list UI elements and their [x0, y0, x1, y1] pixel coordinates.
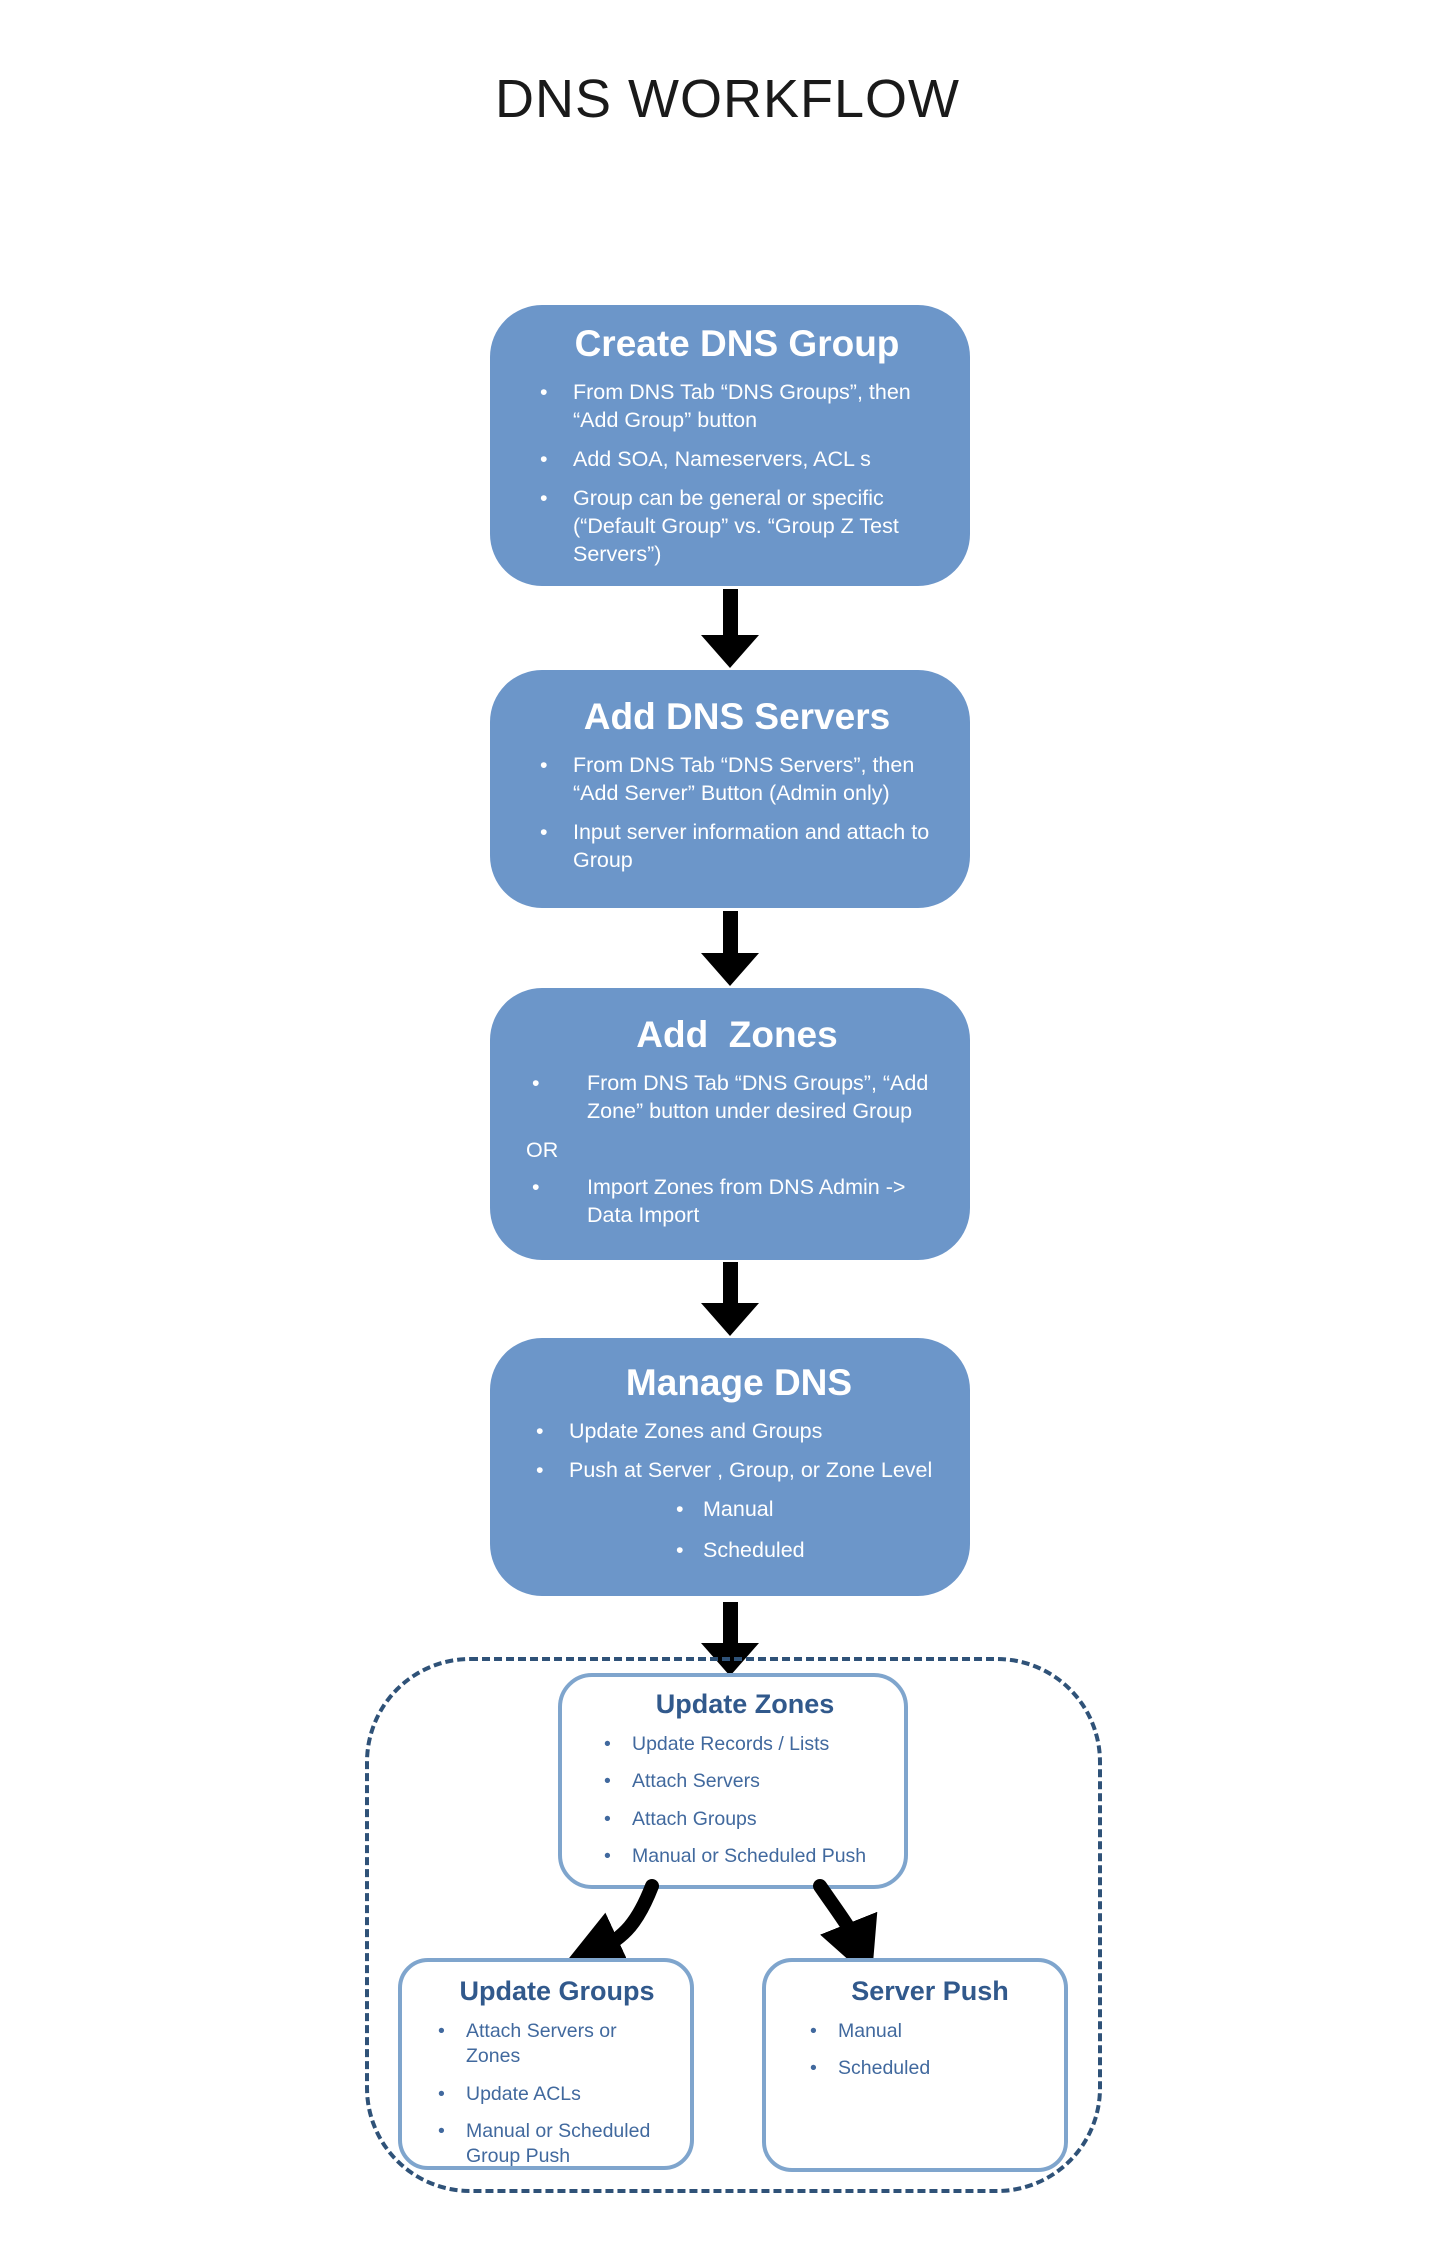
arrow-head	[701, 953, 759, 986]
bullet-icon: •	[438, 2020, 445, 2042]
down-arrow-icon	[701, 589, 759, 668]
bullet-icon: •	[438, 2120, 445, 2143]
outline-box-server-push: Server Push • Manual • Scheduled	[762, 1958, 1068, 2172]
bullet-icon: •	[810, 2057, 817, 2080]
sub-bullet-list: • Manual • Scheduled	[676, 1496, 942, 1565]
outline-box-title: Update Zones	[655, 1689, 835, 1719]
bullet-icon: •	[604, 1845, 611, 1868]
bullet-icon: •	[532, 1174, 540, 1199]
flow-box-title: Manage DNS	[625, 1362, 853, 1403]
bullet-icon: •	[604, 1733, 611, 1755]
bullet-text: Update Zones and Groups	[569, 1419, 823, 1443]
flow-box-add-zones: Add Zones • From DNS Tab “DNS Groups”, “…	[490, 988, 970, 1260]
bullet-item: • Attach Servers	[604, 1769, 886, 1794]
bullet-item: • Add SOA, Nameservers, ACL s	[540, 446, 934, 474]
flow-box-title: Create DNS Group	[574, 323, 900, 364]
bullet-item: • Group can be general or specific (“Def…	[540, 485, 934, 569]
arrow-stem	[722, 911, 738, 953]
bullet-text: From DNS Tab “DNS Servers”, then “Add Se…	[573, 753, 915, 805]
bullet-icon: •	[810, 2020, 817, 2042]
bullet-text: Manual	[838, 2020, 902, 2042]
sub-bullet-item: • Scheduled	[676, 1537, 942, 1565]
outline-box-update-groups: Update Groups • Attach Servers or Zones …	[398, 1958, 694, 2170]
or-label: OR	[526, 1137, 559, 1162]
bullet-item: • Update Zones and Groups	[536, 1418, 942, 1446]
arrow-stem	[722, 589, 738, 635]
sub-bullet-item: • Manual	[676, 1496, 942, 1524]
bullet-text: Update ACLs	[466, 2082, 581, 2105]
bullet-icon: •	[676, 1537, 684, 1562]
dashed-group-frame	[365, 1657, 1102, 2193]
bullet-text: Scheduled	[703, 1537, 805, 1562]
bullet-text: Scheduled	[838, 2057, 931, 2080]
bullet-icon: •	[540, 380, 548, 404]
bullet-icon: •	[676, 1496, 684, 1521]
bullet-icon: •	[604, 1807, 611, 1830]
bullet-item: • From DNS Tab “DNS Servers”, then “Add …	[540, 752, 934, 808]
bullet-item: • Scheduled	[810, 2056, 1050, 2081]
bullet-item: • From DNS Tab “DNS Groups”, then “Add G…	[540, 379, 934, 435]
flow-box-create-dns-group: Create DNS Group • From DNS Tab “DNS Gro…	[490, 305, 970, 586]
bullet-item: • Attach Groups	[604, 1807, 886, 1832]
bullet-item: • From DNS Tab “DNS Groups”, “Add Zone” …	[532, 1070, 942, 1126]
bullet-icon: •	[536, 1419, 544, 1443]
bullet-item: • Manual	[810, 2019, 1050, 2044]
bullet-text: Update Records / Lists	[632, 1733, 830, 1755]
bullet-icon: •	[540, 819, 548, 844]
flow-box-manage-dns: Manage DNS • Update Zones and Groups • P…	[490, 1338, 970, 1596]
arrow-stem	[722, 1602, 738, 1643]
bullet-text: Add SOA, Nameservers, ACL s	[573, 446, 871, 471]
bullet-text: From DNS Tab “DNS Groups”, “Add Zone” bu…	[587, 1071, 929, 1123]
bullet-item: • Manual or Scheduled Group Push	[438, 2119, 676, 2170]
outline-box-title: Update Groups	[459, 1976, 655, 2006]
outline-box-title: Server Push	[851, 1976, 1009, 2006]
down-arrow-icon	[701, 1262, 759, 1336]
bullet-text: Manual	[703, 1496, 774, 1521]
flow-box-title: Add Zones	[636, 1014, 838, 1055]
arrow-head	[701, 635, 759, 668]
bullet-icon: •	[532, 1071, 540, 1095]
bullet-text: Attach Groups	[632, 1807, 757, 1830]
bullet-text: Input server information and attach to G…	[573, 819, 930, 872]
bullet-text: Import Zones from DNS Admin -> Data Impo…	[587, 1174, 906, 1227]
bullet-icon: •	[540, 446, 548, 471]
bullet-item: • Input server information and attach to…	[540, 819, 934, 875]
bullet-item: • Update ACLs	[438, 2082, 676, 2107]
arrow-stem	[722, 1262, 738, 1303]
bullet-icon: •	[540, 485, 548, 510]
arrow-head	[701, 1303, 759, 1336]
bullet-text: Attach Servers	[632, 1770, 760, 1793]
bullet-text: Attach Servers or Zones	[466, 2020, 617, 2068]
bullet-text: Group can be general or specific (“Defau…	[573, 485, 899, 566]
bullet-item: • Import Zones from DNS Admin -> Data Im…	[532, 1174, 942, 1230]
bullet-text: From DNS Tab “DNS Groups”, then “Add Gro…	[573, 380, 911, 432]
flow-box-title: Add DNS Servers	[583, 696, 891, 737]
page-title: DNS WORKFLOW	[495, 69, 960, 129]
bullet-text: Manual or Scheduled Group Push	[466, 2120, 651, 2168]
bullet-item: • Manual or Scheduled Push	[604, 1844, 886, 1869]
bullet-item: • Attach Servers or Zones	[438, 2019, 676, 2070]
flow-box-add-dns-servers: Add DNS Servers • From DNS Tab “DNS Serv…	[490, 670, 970, 908]
outline-box-update-zones: Update Zones • Update Records / Lists • …	[558, 1673, 908, 1889]
bullet-icon: •	[540, 753, 548, 777]
bullet-icon: •	[536, 1457, 544, 1482]
bullet-item: • Update Records / Lists	[604, 1732, 886, 1757]
bullet-icon: •	[438, 2082, 445, 2105]
bullet-text: Push at Server , Group, or Zone Level	[569, 1457, 933, 1482]
bullet-text: Manual or Scheduled Push	[632, 1845, 867, 1868]
down-arrow-icon	[701, 911, 759, 986]
bullet-item: • Push at Server , Group, or Zone Level	[536, 1457, 942, 1485]
bullet-icon: •	[604, 1770, 611, 1793]
